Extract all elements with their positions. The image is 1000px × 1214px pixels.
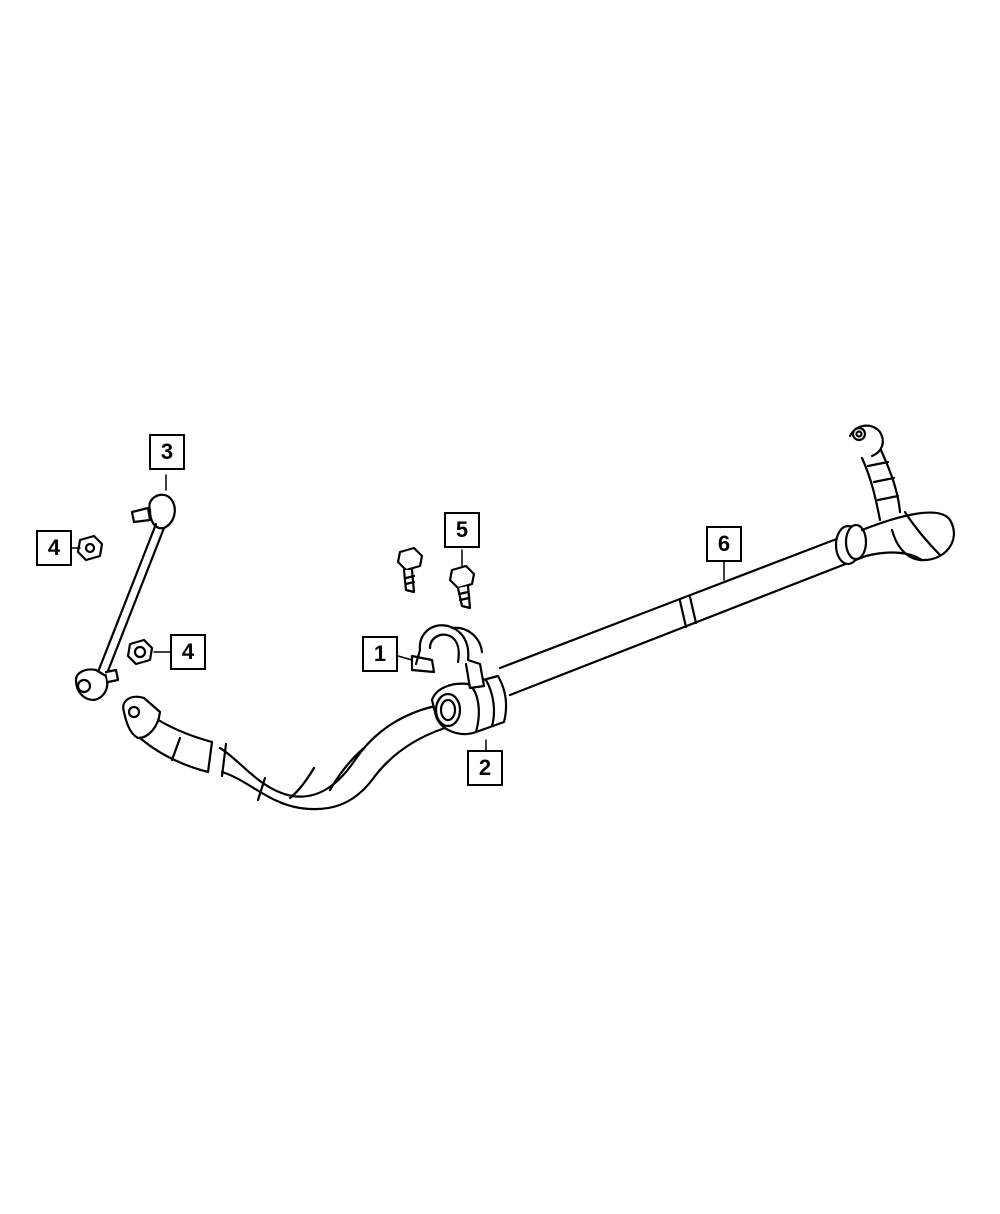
callout-1: 1 <box>362 636 398 672</box>
bushing <box>430 674 508 736</box>
stabilizer-link <box>74 493 176 702</box>
callout-4-upper: 4 <box>36 530 72 566</box>
callout-5: 5 <box>444 512 480 548</box>
nuts <box>76 534 154 666</box>
callout-3: 3 <box>149 434 185 470</box>
leader-lines <box>71 474 725 751</box>
stabilizer-bar <box>122 424 956 811</box>
bracket <box>410 624 486 690</box>
callout-4-lower: 4 <box>170 634 206 670</box>
callout-2: 2 <box>467 750 503 786</box>
callout-6: 6 <box>706 526 742 562</box>
bolts <box>396 546 476 610</box>
